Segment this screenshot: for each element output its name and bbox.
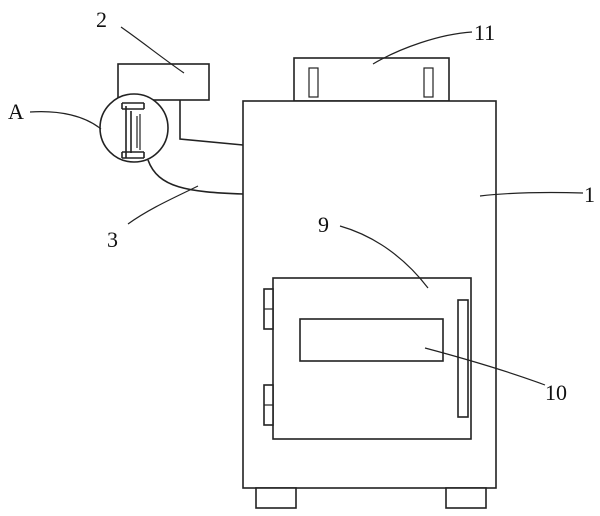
leader-a [29, 111, 102, 130]
label-11: 11 [474, 20, 495, 45]
leader-2 [120, 26, 185, 74]
label-1: 1 [584, 182, 595, 207]
right-foot [445, 487, 487, 509]
leader-9 [339, 225, 429, 289]
door-window [299, 318, 444, 362]
top-box [117, 63, 210, 101]
detail-circle-a [99, 93, 169, 163]
leader-10 [424, 347, 546, 386]
top-unit [293, 57, 450, 102]
leader-3 [127, 185, 199, 225]
label-2: 2 [96, 7, 107, 32]
label-3: 3 [107, 227, 118, 252]
leader-1 [479, 191, 584, 197]
leader-lines [29, 26, 584, 386]
left-foot [255, 487, 297, 509]
connecting-arm [147, 100, 244, 195]
label-a: A [8, 99, 24, 124]
label-10: 10 [545, 380, 567, 405]
label-9: 9 [318, 212, 329, 237]
leader-11 [372, 31, 473, 65]
